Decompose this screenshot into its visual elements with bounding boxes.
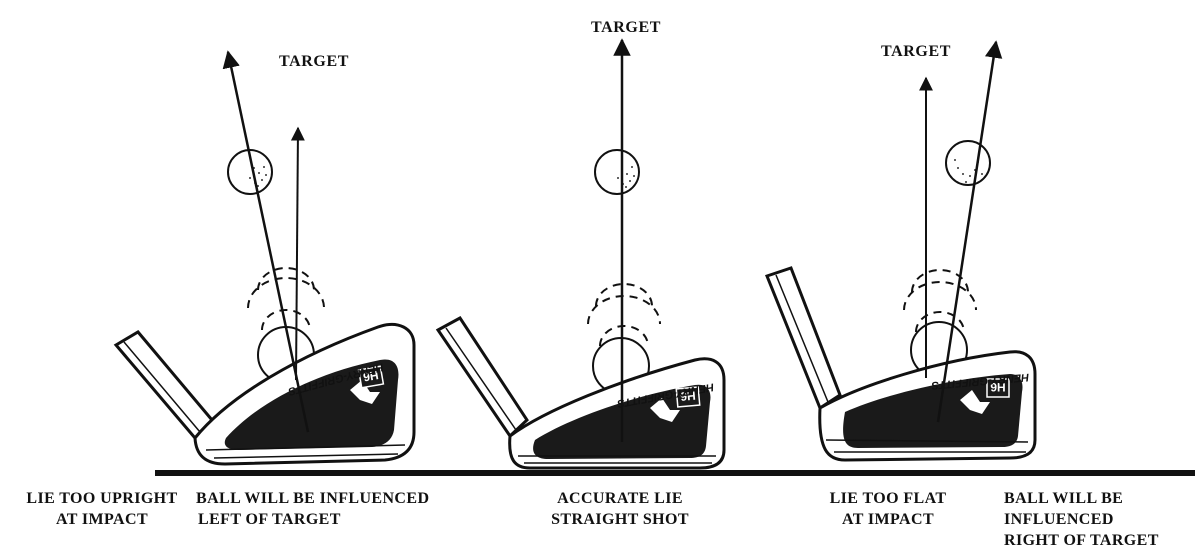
motion-arcs (903, 269, 977, 333)
caption-line: INFLUENCED (1004, 511, 1114, 528)
caption-line: STRAIGHT SHOT (551, 511, 689, 528)
motion-arcs (587, 283, 661, 347)
club-hosel (765, 266, 842, 411)
caption-line: RIGHT OF TARGET (1004, 532, 1159, 549)
caption-line: AT IMPACT (841, 511, 935, 528)
upright-ball-caption: BALL WILL BE INFLUENCED LEFT OF TARGET (196, 488, 478, 530)
club-badge: H6 (679, 388, 696, 403)
caption-line: LIE TOO FLAT (829, 490, 947, 507)
target-label: TARGET (591, 19, 661, 36)
ball-path-arrow (222, 50, 310, 433)
golf-ball (945, 140, 991, 186)
caption-line: BALL WILL BE (1004, 490, 1124, 507)
ground-line (155, 470, 1195, 476)
accurate-lie-caption: ACCURATE LIE STRAIGHT SHOT (520, 488, 720, 530)
caption-line: LIE TOO UPRIGHT (26, 490, 178, 507)
caption-line: ACCURATE LIE (557, 490, 683, 507)
club-hosel (113, 330, 215, 441)
panel-accurate: H6 HENRY-GRIFFITTS TARGET (435, 19, 726, 470)
golf-ball (594, 149, 640, 195)
panel-upright: H6 HENRY-GRIFFITTS TARGET (113, 50, 416, 466)
panel-flat: H6 HENRY-GRIFFITTS TARGET (765, 40, 1037, 462)
club-cavity (224, 359, 399, 450)
target-label: TARGET (881, 43, 951, 60)
caption-line: AT IMPACT (55, 511, 149, 528)
target-line-arrow (290, 126, 305, 381)
flat-lie-caption: LIE TOO FLAT AT IMPACT (808, 488, 968, 530)
caption-line: LEFT OF TARGET (198, 511, 341, 528)
club-badge: H6 (362, 368, 380, 385)
club-badge: H6 (990, 380, 1006, 394)
caption-line: BALL WILL BE INFLUENCED (196, 490, 430, 507)
motion-arcs (247, 267, 325, 331)
flat-ball-caption: BALL WILL BE INFLUENCED RIGHT OF TARGET (1004, 488, 1194, 551)
target-label: TARGET (279, 53, 349, 70)
ball-path-arrow (936, 40, 1003, 423)
upright-lie-caption: LIE TOO UPRIGHT AT IMPACT (12, 488, 192, 530)
club-cavity (843, 374, 1023, 448)
